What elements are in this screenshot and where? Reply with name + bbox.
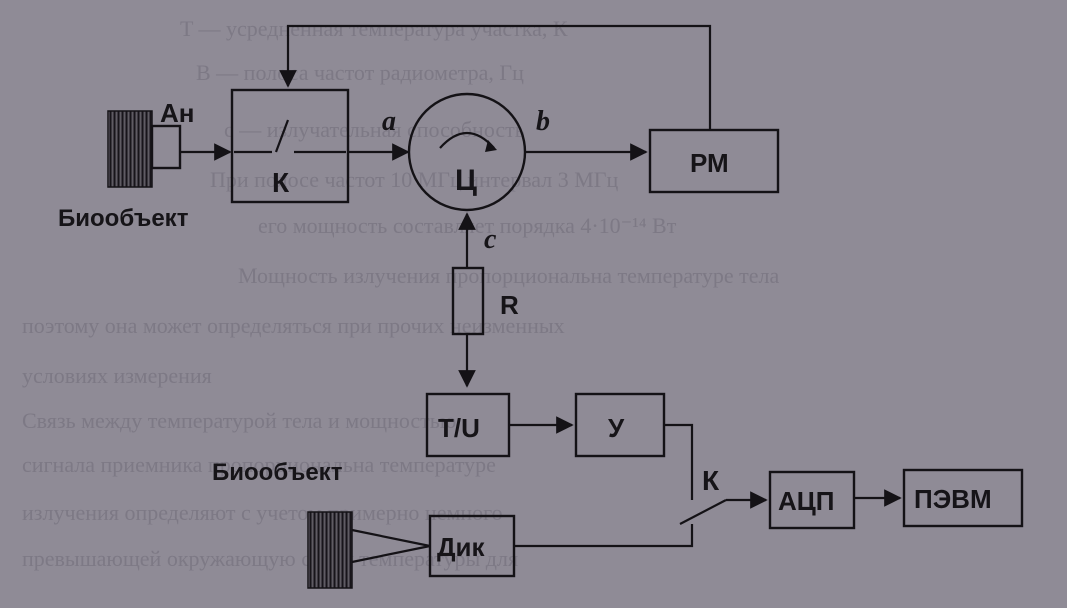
- label-c: c: [484, 224, 497, 255]
- adc-box: [768, 470, 856, 530]
- label-b: b: [536, 106, 550, 137]
- circulator-label: Ц: [455, 164, 477, 197]
- bioobject-bottom-shape: [307, 511, 353, 589]
- bg-line-3: c — излучательная способность: [224, 117, 525, 142]
- rm-label: РМ: [690, 148, 729, 178]
- switch-bottom-label: К: [702, 465, 720, 496]
- bg-line-10: сигнала приемника пропорциональна темпер…: [22, 452, 496, 477]
- bioobject-bottom-label: Биообъект: [212, 459, 343, 486]
- bg-line-4: При полосе частот 10 МГц интервал 3 МГц: [210, 167, 619, 192]
- label-a: a: [382, 106, 396, 137]
- background-text: T — усредненная температура участка, К B…: [22, 16, 779, 571]
- bioobject-top-label: Биообъект: [58, 205, 189, 232]
- switch-k-contact: [274, 119, 290, 153]
- switch-k-box: [230, 88, 350, 204]
- feedback-arrow: [279, 24, 712, 130]
- switch-k-label: К: [272, 167, 290, 198]
- amp-to-switch-line: [664, 423, 694, 500]
- adc-label: АЦП: [778, 486, 834, 516]
- bg-line-6: Мощность излучения пропорциональна темпе…: [238, 263, 779, 288]
- pc-label: ПЭВМ: [914, 484, 992, 514]
- rm-box: [648, 128, 780, 194]
- antenna-label: Ан: [160, 98, 194, 128]
- dik-to-switch-line: [514, 524, 694, 548]
- circulator-arrowhead: [485, 140, 497, 152]
- resistor-label: R: [500, 290, 519, 320]
- tu-label: T/U: [438, 413, 480, 443]
- bg-line-11: излучения определяют с учетом примерно н…: [22, 500, 503, 525]
- bg-line-12: превышающей окружающую среду температуры…: [22, 546, 518, 571]
- dik-label: Дик: [437, 532, 486, 562]
- bg-line-1: T — усредненная температура участка, К: [180, 16, 568, 41]
- bg-line-2: B — полоса частот радиометра, Гц: [196, 60, 524, 85]
- amp-label: У: [608, 413, 625, 443]
- bg-line-9: Связь между температурой тела и мощность…: [22, 408, 456, 433]
- bg-line-8: условиях измерения: [22, 363, 212, 388]
- bioobject-top-shape: [107, 110, 153, 188]
- pc-box: [902, 468, 1024, 528]
- switch-bottom-contact: [679, 499, 727, 525]
- antenna-box: [150, 124, 182, 170]
